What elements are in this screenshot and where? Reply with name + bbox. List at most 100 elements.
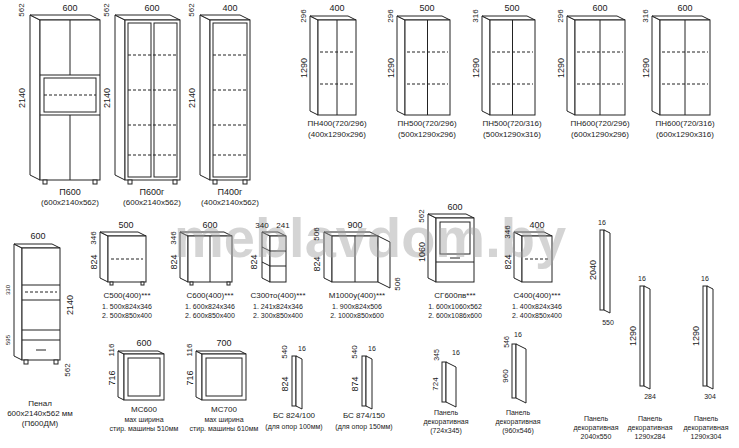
catalog-label: С600(400)*** xyxy=(186,292,233,300)
tall-glass-cabinet xyxy=(115,15,180,184)
catalog-label: П600 xyxy=(59,188,81,197)
catalog-label: 400 xyxy=(329,4,344,13)
dimension-label: 296 xyxy=(557,9,565,22)
dimension-label: 595 xyxy=(5,335,11,345)
catalog-label: 1. 400x824x346 xyxy=(512,303,562,310)
dimension-label: 562 xyxy=(418,209,426,222)
dimension-label: 724 xyxy=(432,377,440,390)
dimension-label: 562 xyxy=(64,363,72,376)
catalog-label: (600x2140x562) xyxy=(41,199,99,207)
catalog-label: 2. 600x850x400 xyxy=(185,312,235,319)
catalog-label: БС 874/150 xyxy=(343,412,385,420)
dimension-label: 2040 xyxy=(589,260,598,280)
catalog-label: ПН600(720/316) xyxy=(655,120,714,128)
catalog-label: декоративная xyxy=(495,418,540,425)
dimension-label: 562 xyxy=(18,3,26,16)
wall-cabinet xyxy=(482,16,535,115)
catalog-label: Пенал xyxy=(28,400,52,408)
wall-cabinet xyxy=(652,16,710,115)
catalog-label: 400 xyxy=(222,4,237,13)
dimension-label: 1290 xyxy=(692,326,701,346)
catalog-label: Панель xyxy=(694,415,718,422)
dimension-label: 346 xyxy=(504,225,512,238)
catalog-label: 2. 1000x850x600 xyxy=(330,312,384,319)
dimension-label: 824 xyxy=(90,254,99,269)
base-cabinet xyxy=(180,232,232,285)
tall-cabinet xyxy=(30,15,100,184)
dimension-label: 824 xyxy=(313,256,322,271)
catalog-label: стир. машины 610мм xyxy=(190,425,259,432)
catalog-label: 600x2140x562 мм xyxy=(7,410,73,418)
dimension-label: 824 xyxy=(504,254,513,269)
catalog-label: 16 xyxy=(638,275,646,282)
dimension-label: 824 xyxy=(250,254,259,269)
catalog-label: (П600ДМ) xyxy=(22,420,59,428)
catalog-label: 16 xyxy=(514,331,522,338)
catalog-label: 2. 300x850x400 xyxy=(253,312,303,319)
dimension-label: 1060 xyxy=(418,242,427,262)
catalog-label: 16 xyxy=(298,345,306,352)
catalog-label: 2. 400x850x400 xyxy=(512,312,562,319)
catalog-label: 1. 500x824x346 xyxy=(102,303,152,310)
dimension-label: 296 xyxy=(387,9,395,22)
catalog-label: 241 xyxy=(276,222,289,230)
wall-cabinet xyxy=(397,16,450,115)
catalog-label: 1. 241x824x346 xyxy=(253,303,303,310)
dimension-label: 874 xyxy=(351,376,360,391)
catalog-label: 550 xyxy=(602,319,614,326)
dimension-label: 316 xyxy=(472,9,480,22)
catalog-label: 600 xyxy=(62,4,77,13)
machine-frame xyxy=(118,351,164,400)
dimension-label: 2140 xyxy=(103,88,112,108)
catalog-label: 400 xyxy=(529,221,544,230)
catalog-label: стир. машины 510мм xyxy=(110,425,179,432)
catalog-label: (400x1290x296) xyxy=(308,131,366,139)
catalog-label: М1000у(400)*** xyxy=(329,292,385,300)
catalog-label: мах ширина xyxy=(204,416,243,423)
catalog-label: 1. 600x1060x562 xyxy=(428,303,482,310)
dimension-label: 960 xyxy=(502,369,510,382)
catalog-label: 1290x284 xyxy=(635,433,666,440)
catalog-label: 1290x304 xyxy=(691,433,722,440)
dimension-label: 716 xyxy=(186,370,195,385)
catalog-label: 600 xyxy=(30,232,45,241)
catalog-label: (600x1290x316) xyxy=(656,131,714,139)
catalog-label: (960x546) xyxy=(502,427,534,434)
oven-cabinet xyxy=(428,214,474,282)
side-panel xyxy=(292,356,302,409)
catalog-label: 600 xyxy=(447,203,462,212)
catalog-label: (500x1290x316) xyxy=(483,131,541,139)
catalog-label: 600 xyxy=(677,4,692,13)
tall-cabinet xyxy=(14,244,60,364)
dimension-label: 546 xyxy=(503,336,510,348)
catalog-label: 500 xyxy=(419,4,434,13)
catalog-label: 16 xyxy=(701,275,709,282)
dimension-label: 2140 xyxy=(188,88,197,108)
catalog-label: ПН600(720/296) xyxy=(570,120,629,128)
catalog-label: ПН400(720/296) xyxy=(307,120,366,128)
catalog-label: С300то(400)*** xyxy=(250,292,305,300)
decor-panel xyxy=(703,286,713,389)
wall-cabinet xyxy=(567,16,625,115)
dimension-label: 824 xyxy=(170,254,179,269)
catalog-label: МС700 xyxy=(211,406,237,414)
catalog-label: 600 xyxy=(136,339,151,348)
dimension-label: 116 xyxy=(186,344,194,357)
catalog-label: декоративная xyxy=(627,424,672,431)
dimension-label: 2140 xyxy=(18,88,27,108)
catalog-label: 2. 600x1086x600 xyxy=(428,312,482,319)
dimension-label: 506 xyxy=(313,227,321,240)
machine-frame xyxy=(196,351,246,400)
catalog-label: 16 xyxy=(452,349,460,356)
dimension-label: 330 xyxy=(5,285,11,295)
decor-panel xyxy=(640,286,650,389)
dimension-label: 540 xyxy=(351,345,359,358)
catalog-label: 900 xyxy=(347,221,362,230)
dimension-label: 296 xyxy=(300,9,308,22)
catalog-label: 284 xyxy=(644,393,656,400)
base-cabinet xyxy=(100,232,146,285)
catalog-label: 600 xyxy=(202,221,217,230)
dimension-label: 1290 xyxy=(387,58,396,78)
catalog-label: декоративная xyxy=(423,418,468,425)
